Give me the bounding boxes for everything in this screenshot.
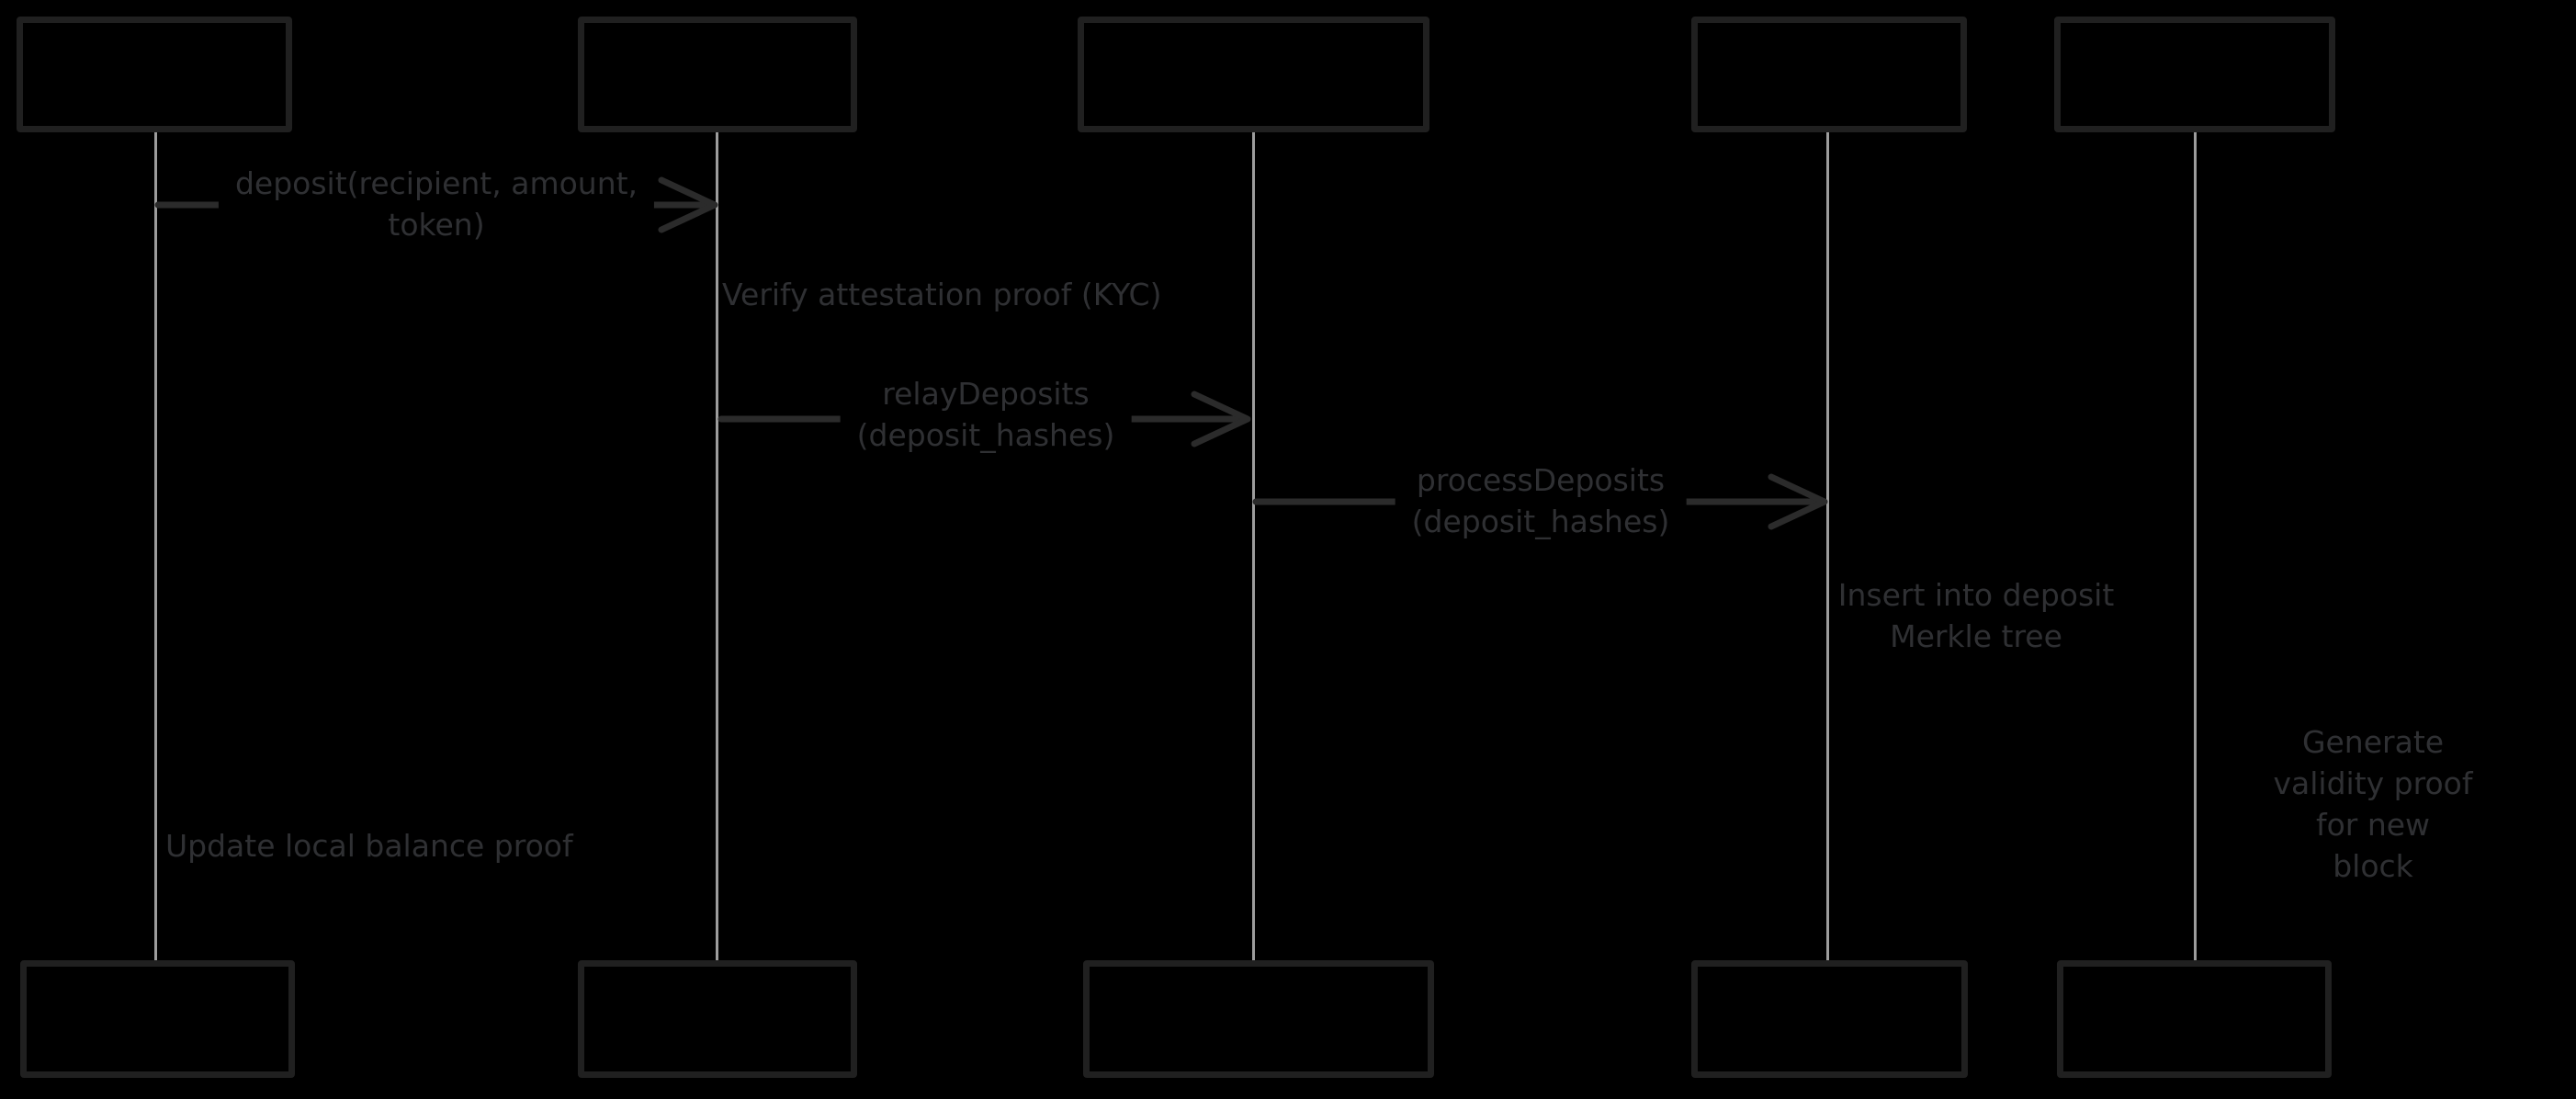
actor-box-bottom-2: [578, 960, 857, 1078]
actor-box-bottom-1: [20, 960, 295, 1078]
arrowhead-icon: [1191, 391, 1251, 448]
lifeline-3: [1252, 132, 1255, 961]
actor-box-bottom-4: [1691, 960, 1968, 1078]
message-label-process-deposits: processDeposits (deposit_hashes): [1395, 457, 1687, 547]
actor-box-bottom-3: [1083, 960, 1434, 1078]
lifeline-5: [2194, 132, 2197, 961]
actor-box-top-2: [578, 17, 857, 132]
actor-box-top-3: [1078, 17, 1429, 132]
message-label-deposit: deposit(recipient, amount, token): [218, 160, 655, 250]
actor-box-top-1: [17, 17, 292, 132]
actor-box-top-4: [1691, 17, 1967, 132]
lifeline-2: [716, 132, 718, 961]
note-generate-validity-proof: Generate validity proof for new block: [2273, 724, 2473, 884]
note-verify-attestation: Verify attestation proof (KYC): [722, 277, 1162, 312]
actor-box-bottom-5: [2057, 960, 2332, 1078]
arrowhead-icon: [1768, 473, 1828, 530]
note-insert-merkle-tree: Insert into deposit Merkle tree: [1837, 577, 2115, 654]
lifeline-4: [1826, 132, 1829, 961]
message-label-relay-deposits: relayDeposits (deposit_hashes): [840, 370, 1132, 460]
lifeline-1: [154, 132, 157, 961]
actor-box-top-5: [2054, 17, 2335, 132]
note-update-balance-proof: Update local balance proof: [165, 828, 573, 864]
arrowhead-icon: [658, 176, 718, 233]
